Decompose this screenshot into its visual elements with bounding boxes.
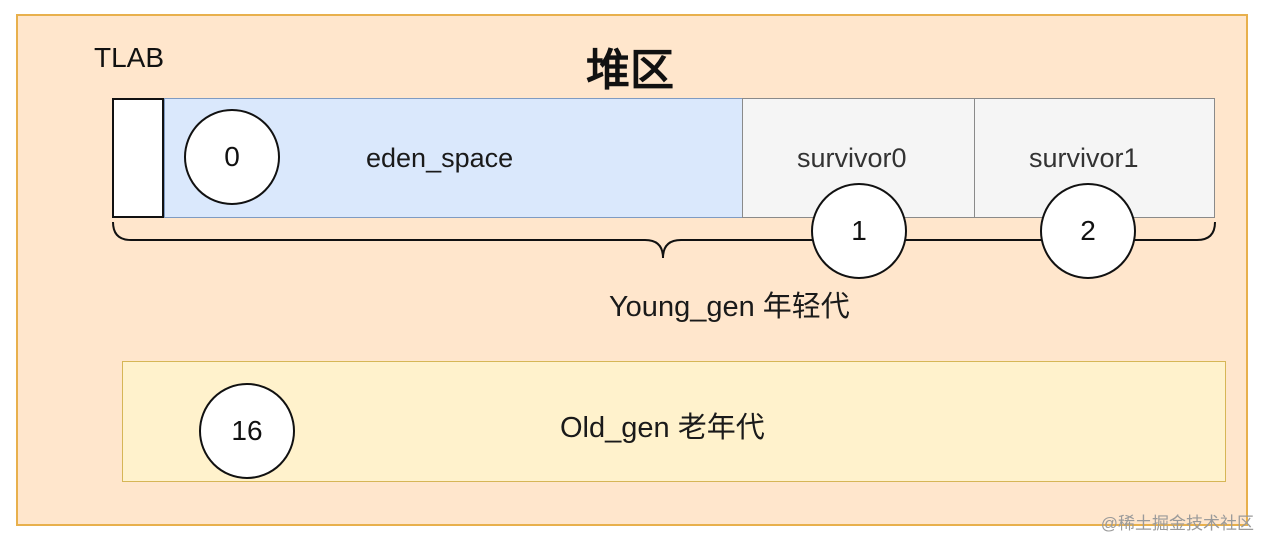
age-circle-survivor1: 2 [1040,183,1136,279]
survivor0-label: survivor0 [797,143,907,173]
young-gen-label: Young_gen 年轻代 [609,291,850,323]
old-gen-label: Old_gen 老年代 [560,412,765,444]
age-circle-eden: 0 [184,109,280,205]
age-circle-old: 16 [199,383,295,479]
tlab-label: TLAB [94,42,165,73]
old-gen-box [122,361,1226,482]
eden-space-label: eden_space [366,143,514,173]
age-circle-survivor0: 1 [811,183,907,279]
survivor1-label: survivor1 [1029,143,1139,173]
heap-title: 堆区 [586,46,674,95]
watermark: @稀土掘金技术社区 [1100,514,1254,533]
tlab-box [112,98,164,218]
young-gen-brace [112,221,1216,259]
